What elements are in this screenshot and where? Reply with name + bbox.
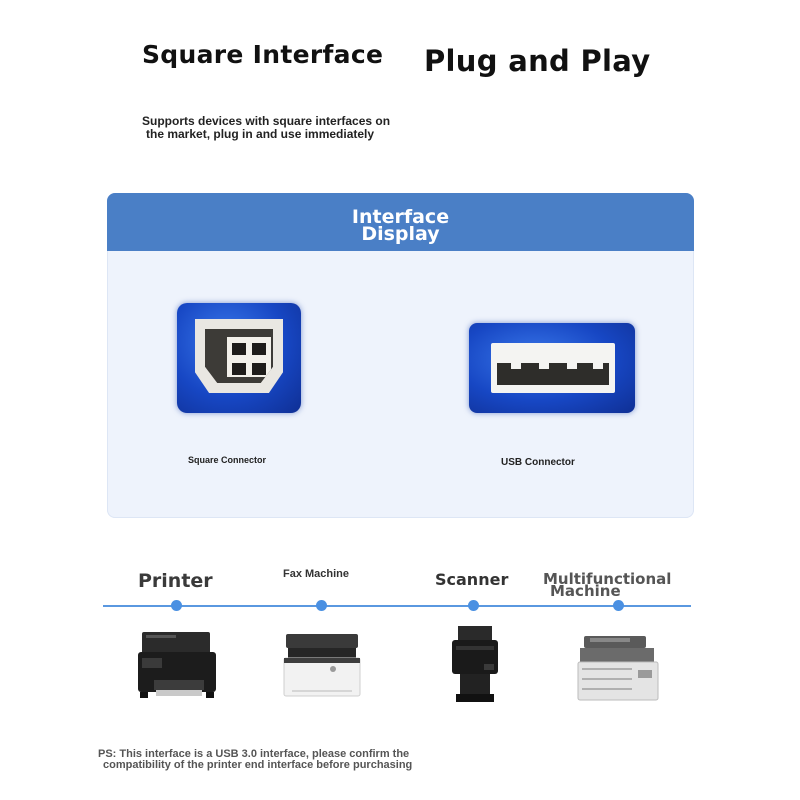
timeline-dot-printer [171,600,182,611]
device-label-printer: Printer [138,570,213,592]
ps-note-line-2: compatibility of the printer end interfa… [103,759,413,771]
fax-machine-icon [283,634,361,697]
square-connector-socket [205,329,273,383]
usb-connector-port [491,343,615,393]
timeline-dot-multifunctional [613,600,624,611]
subtitle-line-1: Supports devices with square interfaces … [142,114,391,128]
panel-header: Interface Display [107,193,694,251]
timeline-line [103,605,691,607]
scanner-icon [452,626,498,702]
ps-note: PS: This interface is a USB 3.0 interfac… [98,749,478,771]
usb-connector-label: USB Connector [501,457,575,468]
usb-connector-slot [497,363,609,385]
panel-title: Interface Display [107,206,694,245]
timeline-dot-fax [316,600,327,611]
title-plug-and-play: Plug and Play [424,44,651,78]
square-connector-label: Square Connector [188,455,267,465]
panel-title-line-2: Display [361,223,440,245]
printer-icon [138,632,216,698]
device-label-multi-line-2: Machine [550,582,621,600]
panel-title-line-1: Interface [351,206,450,228]
title-square-interface: Square Interface [142,40,384,69]
square-usb-b-connector-icon [177,303,301,413]
interface-display-panel: Interface Display Squar [107,193,694,518]
square-connector-tongue [227,337,271,377]
subtitle: Supports devices with square interfaces … [142,115,462,141]
device-label-multi-line-1: Multifunctional [543,570,672,588]
device-label-scanner: Scanner [435,570,509,589]
square-connector-housing [195,319,283,393]
device-label-fax: Fax Machine [283,568,350,580]
device-label-multifunctional: Multifunctional Machine [543,570,672,600]
subtitle-line-2: the market, plug in and use immediately [146,127,375,141]
ps-note-line-1: PS: This interface is a USB 3.0 interfac… [98,748,410,760]
multifunction-printer-icon [577,636,659,701]
timeline-dot-scanner [468,600,479,611]
usb-a-connector-icon [469,323,635,413]
